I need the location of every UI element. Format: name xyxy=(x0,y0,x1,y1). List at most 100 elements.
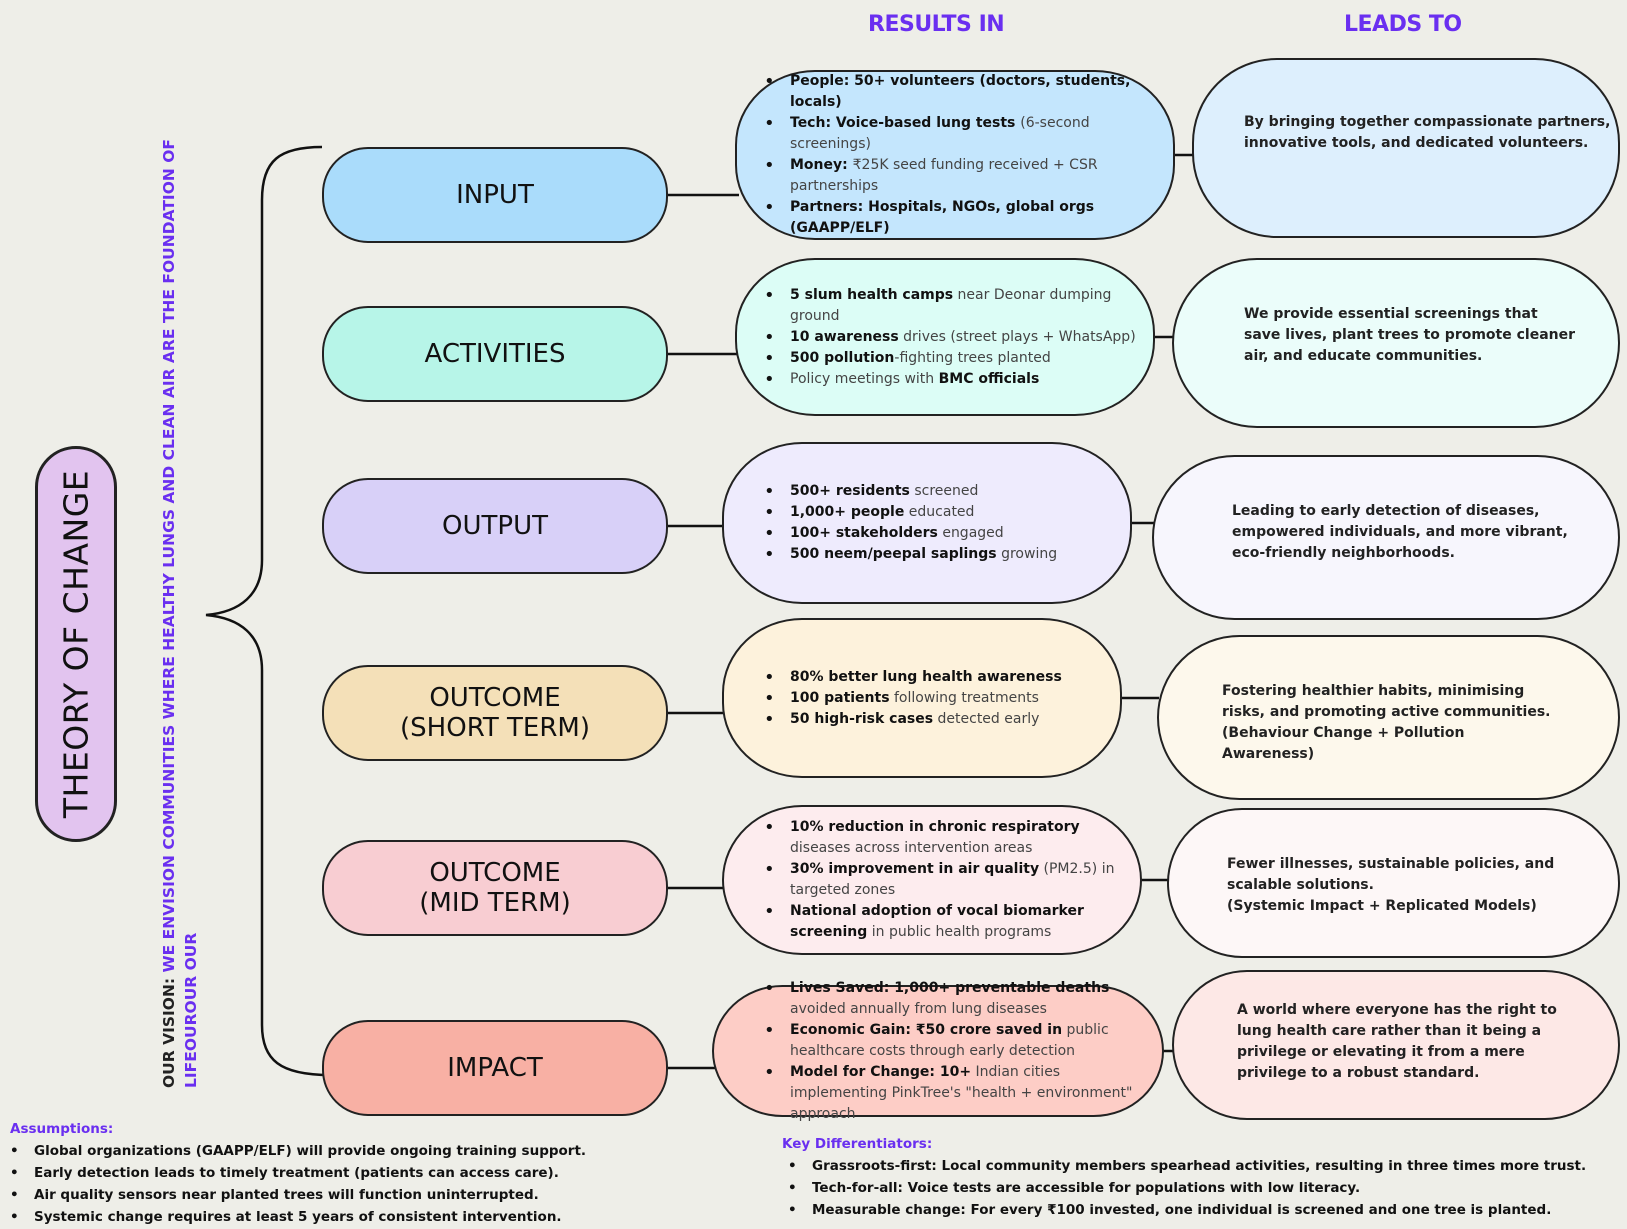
assumptions-title: Assumptions: xyxy=(10,1121,114,1137)
stage-label: OUTCOME (MID TERM) xyxy=(419,858,571,918)
result-item-emphasis: Money: xyxy=(790,157,853,173)
list-item: Grassroots-first: Local community member… xyxy=(782,1155,1586,1177)
vision-text: WE ENVISION COMMUNITIES WHERE HEALTHY LU… xyxy=(160,138,200,1088)
result-item-text: (6-second screenings) xyxy=(790,115,1090,152)
result-item-text: educated xyxy=(904,504,975,520)
vision-statement: OUR VISION: WE ENVISION COMMUNITIES WHER… xyxy=(158,88,202,1088)
results-box: 10% reduction in chronic respiratory dis… xyxy=(722,805,1142,955)
result-item-emphasis: 5 slum health camps xyxy=(790,286,954,303)
leads-to-box: Fewer illnesses, sustainable policies, a… xyxy=(1167,808,1620,958)
result-item: People: 50+ volunteers (doctors, student… xyxy=(764,71,1159,113)
result-item-text: (PM2.5) in targeted zones xyxy=(790,861,1115,898)
result-item-text: drives (street plays + WhatsApp) xyxy=(898,328,1136,345)
leads-to-text: We provide essential screenings that sav… xyxy=(1244,306,1576,364)
result-item-text: diseases across intervention areas xyxy=(790,840,1033,856)
result-item-emphasis: 100 patients xyxy=(790,689,890,706)
results-list: Lives Saved: 1,000+ preventable deaths a… xyxy=(764,978,1148,1125)
result-item: 1,000+ people educated xyxy=(764,502,1116,523)
results-box: 5 slum health camps near Deonar dumping … xyxy=(735,258,1155,416)
list-item: Systemic change requires at least 5 year… xyxy=(4,1206,586,1228)
title-text: THEORY OF CHANGE xyxy=(56,469,96,819)
brace-icon xyxy=(205,145,331,1077)
result-item-emphasis: 10 awareness xyxy=(790,328,899,345)
list-item: Air quality sensors near planted trees w… xyxy=(4,1184,586,1206)
result-item: 30% improvement in air quality (PM2.5) i… xyxy=(764,859,1126,901)
results-list: 10% reduction in chronic respiratory dis… xyxy=(764,817,1126,943)
result-item: 50 high-risk cases detected early xyxy=(764,709,1106,730)
stage-impact: IMPACT xyxy=(322,1020,668,1116)
leads-to-header: LEADS TO xyxy=(1344,12,1462,37)
leads-to-box: We provide essential screenings that sav… xyxy=(1172,258,1620,428)
leads-to-text: Fostering healthier habits, minimising r… xyxy=(1222,683,1551,762)
list-item: Early detection leads to timely treatmen… xyxy=(4,1162,586,1184)
assumptions-list: Global organizations (GAAPP/ELF) will pr… xyxy=(4,1140,586,1228)
results-box: People: 50+ volunteers (doctors, student… xyxy=(735,70,1175,240)
stage-outcome-short-term: OUTCOME (SHORT TERM) xyxy=(322,665,668,761)
result-item-emphasis: Model for Change: 10+ xyxy=(790,1063,972,1080)
differentiators-title: Key Differentiators: xyxy=(782,1136,933,1152)
stage-label: IMPACT xyxy=(447,1053,543,1083)
result-item-text: Policy meetings with xyxy=(790,370,939,387)
result-item: 80% better lung health awareness xyxy=(764,667,1106,688)
result-item-emphasis: 100+ stakeholders xyxy=(790,525,938,541)
results-list: 5 slum health camps near Deonar dumping … xyxy=(764,285,1139,390)
result-item-text: Indian cities implementing PinkTree's "h… xyxy=(790,1063,1133,1122)
results-in-header: RESULTS IN xyxy=(868,12,1005,37)
list-item: Measurable change: For every ₹100 invest… xyxy=(782,1199,1586,1221)
leads-to-text: Fewer illnesses, sustainable policies, a… xyxy=(1227,856,1555,914)
leads-to-box: Fostering healthier habits, minimising r… xyxy=(1157,635,1620,800)
stage-label: OUTPUT xyxy=(442,511,548,541)
result-item-emphasis: 500 neem/peepal saplings xyxy=(790,546,997,562)
stage-label: INPUT xyxy=(456,180,534,210)
result-item: 10 awareness drives (street plays + What… xyxy=(764,327,1139,348)
results-box: Lives Saved: 1,000+ preventable deaths a… xyxy=(712,978,1164,1122)
result-item: Money: ₹25K seed funding received + CSR … xyxy=(764,155,1159,197)
result-item-emphasis: 500+ residents xyxy=(790,483,910,499)
result-item-text: avoided annually from lung diseases xyxy=(790,1000,1047,1017)
differentiators-list: Grassroots-first: Local community member… xyxy=(782,1155,1586,1221)
results-box: 80% better lung health awareness100 pati… xyxy=(722,618,1122,778)
vision-label: OUR VISION: xyxy=(160,972,178,1088)
result-item: 100+ stakeholders engaged xyxy=(764,523,1116,544)
result-item-text: screened xyxy=(909,483,979,499)
result-item-emphasis: National adoption of vocal biomarker scr… xyxy=(790,903,1084,940)
results-list: 500+ residents screened1,000+ people edu… xyxy=(764,481,1116,565)
result-item: 5 slum health camps near Deonar dumping … xyxy=(764,285,1139,327)
stage-label: ACTIVITIES xyxy=(424,339,566,369)
result-item-text: growing xyxy=(996,546,1058,562)
result-item-emphasis: 50 high-risk cases xyxy=(790,710,934,727)
leads-to-box: By bringing together compassionate partn… xyxy=(1192,58,1620,238)
result-item-text: in public health programs xyxy=(867,924,1052,940)
results-box: 500+ residents screened1,000+ people edu… xyxy=(722,442,1132,604)
result-item-emphasis: People: 50+ volunteers (doctors, student… xyxy=(790,73,1131,110)
stage-outcome-mid-term: OUTCOME (MID TERM) xyxy=(322,840,668,936)
theory-of-change-title: THEORY OF CHANGE xyxy=(35,446,117,842)
stage-label: OUTCOME (SHORT TERM) xyxy=(400,683,590,743)
leads-to-text: Leading to early detection of diseases, … xyxy=(1232,503,1568,561)
list-item: Global organizations (GAAPP/ELF) will pr… xyxy=(4,1140,586,1162)
result-item: 500 pollution-fighting trees planted xyxy=(764,348,1139,369)
results-list: 80% better lung health awareness100 pati… xyxy=(764,667,1106,730)
result-item-text: engaged xyxy=(937,525,1004,541)
result-item-text: public healthcare costs through early de… xyxy=(790,1021,1109,1059)
stage-input: INPUT xyxy=(322,147,668,243)
result-item: Partners: Hospitals, NGOs, global orgs (… xyxy=(764,197,1159,239)
result-item-text: near Deonar dumping ground xyxy=(790,286,1112,324)
result-item-emphasis: 1,000+ people xyxy=(790,504,905,520)
result-item: 10% reduction in chronic respiratory dis… xyxy=(764,817,1126,859)
list-item: Tech-for-all: Voice tests are accessible… xyxy=(782,1177,1586,1199)
results-list: People: 50+ volunteers (doctors, student… xyxy=(764,71,1159,239)
result-item: 100 patients following treatments xyxy=(764,688,1106,709)
result-item: Model for Change: 10+ Indian cities impl… xyxy=(764,1062,1148,1125)
result-item-emphasis: 500 pollution xyxy=(790,349,895,366)
result-item-emphasis: 30% improvement in air quality xyxy=(790,861,1040,877)
result-item-emphasis: Tech: Voice-based lung tests xyxy=(790,115,1021,131)
result-item-emphasis: Partners: Hospitals, NGOs, global orgs (… xyxy=(790,199,1095,236)
result-item-text: -fighting trees planted xyxy=(894,349,1051,366)
result-item: Tech: Voice-based lung tests (6-second s… xyxy=(764,113,1159,155)
result-item: Lives Saved: 1,000+ preventable deaths a… xyxy=(764,978,1148,1020)
result-item-text: detected early xyxy=(933,710,1040,727)
leads-to-box: A world where everyone has the right to … xyxy=(1172,970,1620,1120)
result-item: 500 neem/peepal saplings growing xyxy=(764,544,1116,565)
result-item: 500+ residents screened xyxy=(764,481,1116,502)
